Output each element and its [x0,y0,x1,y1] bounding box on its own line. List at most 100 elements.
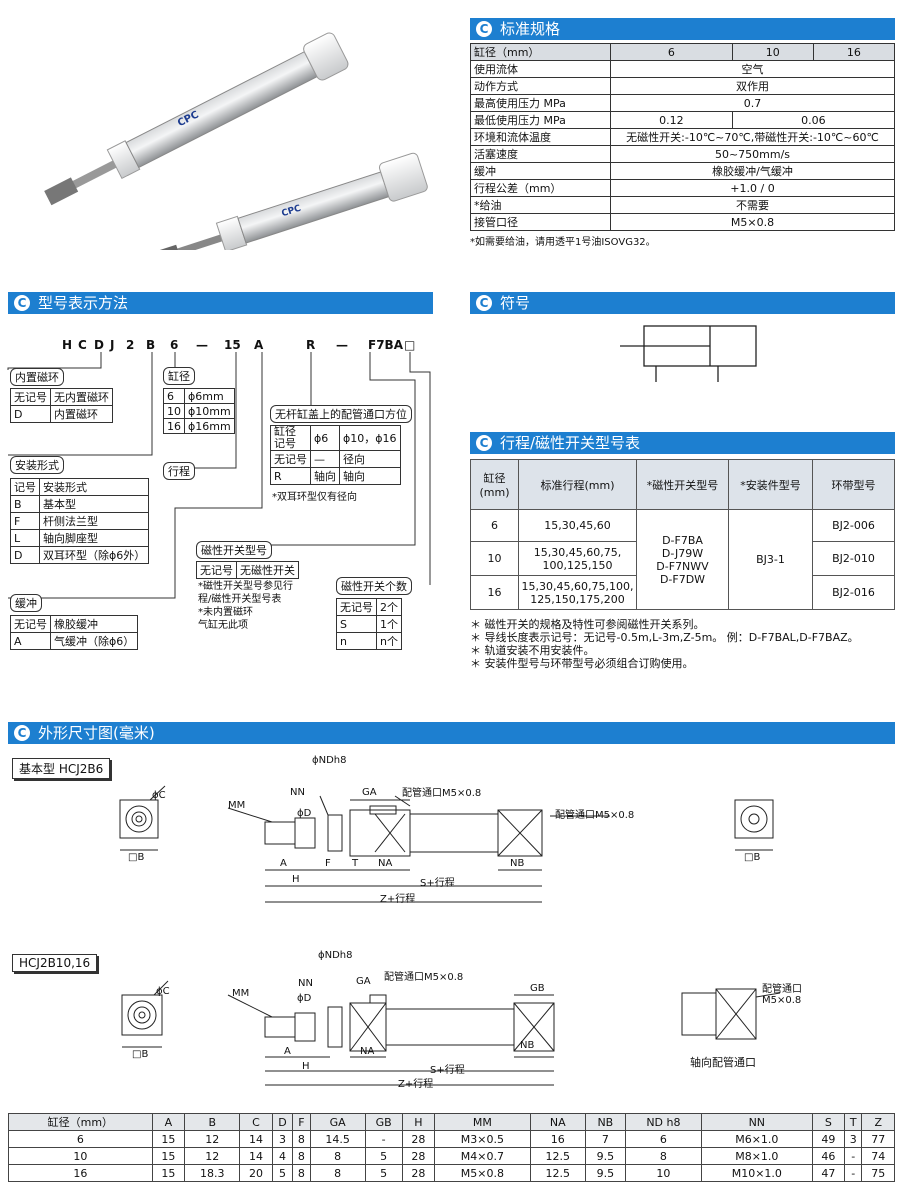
row-stroke: 15,30,45,60,75, 100,125,150 [518,541,637,576]
dim-cell: 3 [844,1130,863,1148]
label-phi-nd: ϕNDh8 [312,755,347,766]
row-bore: 6 [470,509,519,542]
dim-header-cell: H [401,1113,436,1131]
switch-table-notes: ＊ 磁性开关的规格及特性可参阅磁性开关系列。＊ 导线长度表示记号：无记号-0.5… [470,618,859,670]
switch-table: 无记号无磁性开关 [196,561,299,579]
row-band: BJ2-006 [812,509,895,542]
label-s: S+行程 [420,878,455,889]
cushion-cell: A [10,632,51,650]
model-heading: C 型号表示方法 [8,292,433,314]
dim-cell: 77 [861,1130,895,1148]
spec-row-value: +1.0 / 0 [610,179,895,197]
dim-cell: 4 [271,1147,294,1165]
port-cell: 无记号 [270,450,311,468]
row-stroke: 15,30,45,60 [518,509,637,542]
label-h: H [302,1061,310,1072]
label-z: Z+行程 [380,894,416,905]
switch-table-note-line: ＊ 磁性开关的规格及特性可参阅磁性开关系列。 [470,618,705,631]
label-nn: NN [290,787,305,798]
bore-title: 缸径 [163,367,195,385]
cushion-cell: 无记号 [10,615,51,633]
spec-header-cell: 缸径（mm） [470,43,611,61]
dim-cell: 10 [8,1147,153,1165]
magnet-row: 无记号无内置磁环 [10,388,113,406]
col-bore: 缸径(mm) [470,459,519,510]
model-code-char: A [254,338,264,352]
label-a: A [280,858,287,869]
port-cell: 轴向 [339,467,401,485]
col-mount: *安装件型号 [728,459,813,510]
col-switch: *磁性开关型号 [636,459,729,510]
magnet-cell: 无内置磁环 [50,388,113,406]
port-title: 无杆缸盖上的配管通口方位 [270,405,412,423]
label-nb: NB [510,858,525,869]
cushion-title: 缓冲 [10,594,42,612]
mount-cell: 安装形式 [38,478,150,496]
dim-header-cell: Z [861,1113,895,1131]
dim-cell: 16 [8,1164,153,1182]
magnet-cell: 无记号 [10,388,51,406]
dim-cell: 14 [239,1130,273,1148]
model-code-char: H [62,338,73,352]
dim-header-cell: GA [309,1113,366,1131]
spec-row-value: 不需要 [610,196,895,214]
label-gb: GB [530,983,545,994]
count-cell: n [336,632,377,650]
spec-row-value: 双作用 [610,77,895,95]
dim-cell: 28 [401,1147,436,1165]
label-box-b: □B [132,1049,149,1060]
dim-cell: 15 [151,1147,186,1165]
port-row: 无记号—径向 [270,450,401,468]
dim-header-cell: GB [364,1113,403,1131]
spec-row-label: 最高使用压力 MPa [470,94,611,112]
dim-cell: 14.5 [309,1130,366,1148]
mount-model: BJ3-1 [728,509,813,610]
model-code-char: — [196,338,208,352]
label-nn: NN [298,978,313,989]
spec-row-value: 橡胶缓冲/气缓冲 [610,162,895,180]
label-box-b-right: □B [744,852,761,863]
port-cell: R [270,467,311,485]
dim-cell: M10×1.0 [700,1164,813,1182]
label-port-1: 配管通口M5×0.8 [384,972,464,983]
dim-cell: 8 [292,1130,311,1148]
dim-header-cell: ND h8 [624,1113,702,1131]
dim-cell: 49 [811,1130,846,1148]
mount-title: 安装形式 [10,456,64,474]
dim-cell: 8 [624,1147,702,1165]
dim-cell: 12.5 [529,1147,586,1165]
spec-row-label: 使用流体 [470,60,611,78]
dim-cell: M4×0.7 [434,1147,531,1165]
c-logo-icon: C [476,295,492,311]
label-ga: GA [362,787,377,798]
magnet-title: 内置磁环 [10,368,64,386]
switch-row: 无记号无磁性开关 [196,561,299,579]
dim-cell: 12.5 [529,1164,586,1182]
spec-row: 动作方式双作用 [470,77,895,95]
label-a: A [284,1046,291,1057]
bore-cell: 6 [163,388,185,404]
mount-cell: 轴向脚座型 [38,529,150,547]
axial-port-caption: 轴向配管通口 [690,1056,756,1069]
spec-row-label: 活塞速度 [470,145,611,163]
dim-cell: - [844,1147,863,1165]
spec-note: *如需要给油，请用透平1号油ISOVG32。 [470,237,656,248]
c-logo-icon: C [476,435,492,451]
port-cell: 径向 [339,450,401,468]
row-bore: 16 [470,575,519,610]
dim-header-cell: C [239,1113,273,1131]
dim-cell: 46 [811,1147,846,1165]
switch-table-heading: C 行程/磁性开关型号表 [470,432,895,454]
mount-cell: B [10,495,40,513]
label-na: NA [360,1046,375,1057]
